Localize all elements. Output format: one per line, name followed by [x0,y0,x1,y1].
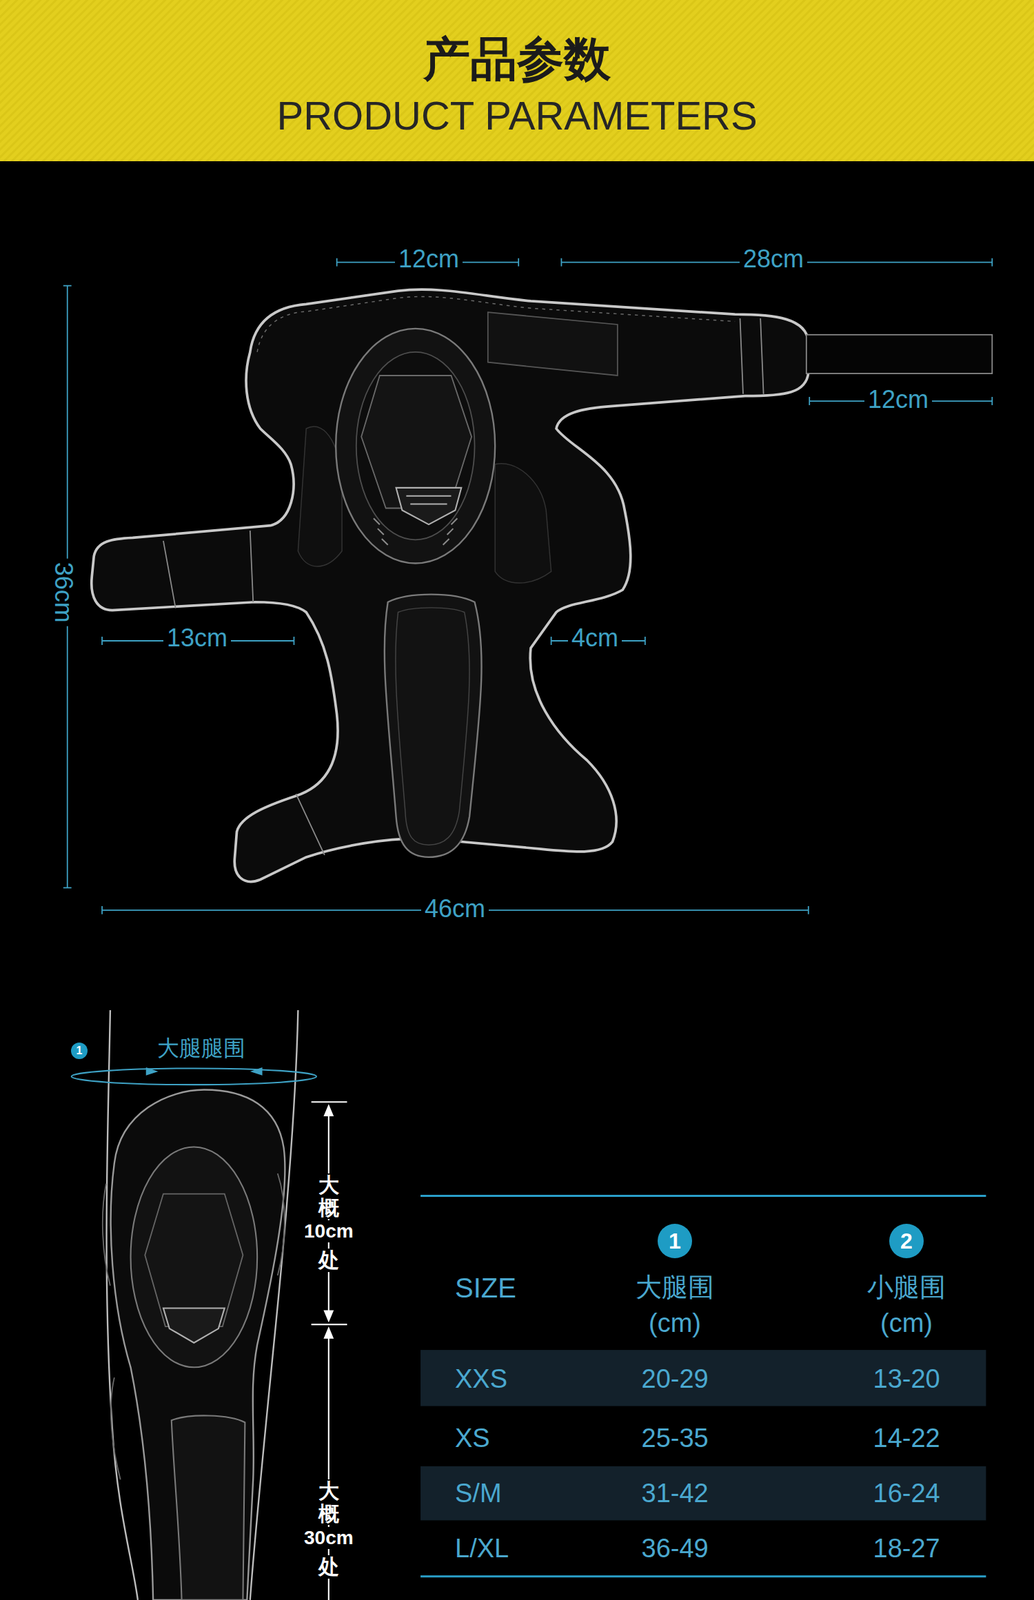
table-header: SIZE [454,1272,517,1305]
table-cell: 31-42 [641,1479,709,1510]
subtitle-text: PRODUCT PARAMETERS [277,93,758,140]
knee-pad-drawing [91,289,993,882]
leg-outline [106,1010,299,1600]
table-cell: 14-22 [873,1424,941,1455]
table-cell: 18-27 [873,1534,941,1565]
position-note: 处 [315,1249,343,1274]
knee-cap-outer [130,1147,258,1368]
position-note: 30cm [300,1527,358,1550]
position-note: 10cm [300,1220,358,1243]
measure-arrow [250,1067,263,1077]
table-cell: 36-49 [641,1534,709,1565]
dimension-label: 12cm [864,385,932,414]
shin-plate-inner [395,607,470,846]
logo-mark [163,1308,225,1343]
upper-pad [488,312,618,376]
table-header: 大腿围 [635,1273,715,1304]
table-cell: XS [454,1424,491,1455]
shin-plate [384,594,482,858]
measure-arrow [146,1067,159,1077]
knee-cap-outer [335,328,495,564]
callout-number: 1 [71,1042,88,1060]
dimension-arrow [323,1310,334,1323]
knee-cap-inner [356,352,475,540]
leg-drawing [71,1010,348,1600]
table-cell: 25-35 [641,1424,709,1455]
dimension-arrow [323,1104,334,1117]
node-text: 1 [76,1045,83,1057]
chevrons [373,518,458,545]
dimension-line [63,258,992,915]
height-dimension [311,1102,348,1600]
node-text: 1 [668,1230,682,1253]
knee-pad-outline [91,289,809,882]
callout-number: 1 [657,1224,693,1259]
table-row-band [420,1350,986,1407]
table-header: (cm) [880,1309,933,1340]
table-cell: 13-20 [873,1364,941,1396]
table-cell: 20-29 [641,1364,709,1396]
worn-knee-pad [110,1090,286,1600]
table-cell: L/XL [454,1534,509,1565]
measure-label: 大腿腿围 [157,1036,246,1062]
dimension-label: 4cm [568,623,622,653]
position-note: 处 [315,1555,343,1580]
logo-mark [396,488,462,525]
table-cell: S/M [454,1479,502,1510]
table-rule [420,1195,986,1198]
dimension-label: 36cm [48,558,78,626]
band-hatch [0,0,1034,162]
dimension-label: 12cm [394,244,463,273]
dimension-arrow [323,1326,334,1340]
position-note: 大概 [315,1479,343,1526]
callout-number: 2 [889,1224,924,1259]
table-cell: XXS [454,1364,508,1396]
dimension-label: 46cm [421,894,489,924]
shin-plate [171,1415,246,1600]
dimension-label: 28cm [739,244,808,273]
knee-cap-panel [144,1194,243,1327]
dimension-lines [63,258,992,915]
table-rule [420,1575,986,1578]
size-table [420,1196,986,1578]
node-text: 2 [900,1230,913,1253]
table-header: (cm) [648,1309,702,1340]
table-row-band [420,1466,986,1521]
dimension-label: 13cm [163,623,231,653]
title-text: 产品参数 [423,32,611,87]
velcro-tab [806,335,992,374]
thigh-measure-ring [71,1068,317,1086]
header-band: 产品参数 PRODUCT PARAMETERS [0,0,1034,162]
table-cell: 16-24 [873,1479,941,1510]
position-note: 大概 [315,1173,343,1220]
table-header: 小腿围 [867,1273,946,1304]
